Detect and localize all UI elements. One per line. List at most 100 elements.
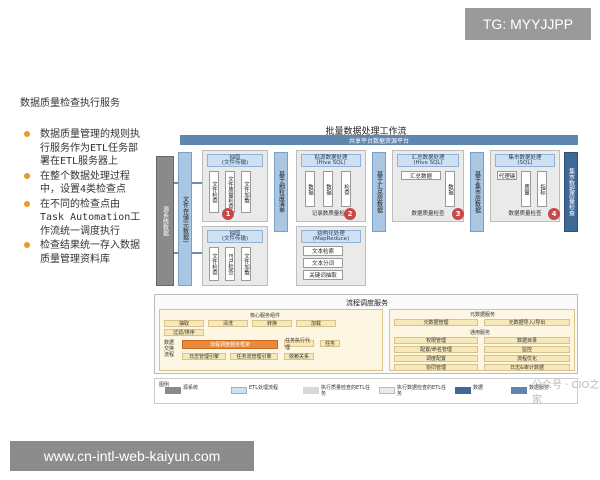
checkpoint-badge-3: 3 xyxy=(452,208,464,220)
general-item: 配置/命名管理 xyxy=(394,346,478,353)
slide-title: 数据质量检查执行服务 xyxy=(20,98,120,109)
stage-panel-mart: 集市数据处理 (SQL) 代理键 质量 指标 数据质量检查 xyxy=(490,150,560,222)
vbar-label: 文件存储(元数据) xyxy=(181,195,189,243)
bullet-dot-icon xyxy=(24,242,30,248)
general-item: 权限管理 xyxy=(394,337,478,344)
watermark-top: TG: MYYJJPP xyxy=(465,8,591,40)
mapreduce-panel: 结构化处理 (MapReduce) 文本检索 文本分词 关键词抽取 xyxy=(296,226,366,286)
metadata-item: 元数据管理 xyxy=(394,319,478,326)
watermark-bottom: www.cn-intl-web-kaiyun.com xyxy=(10,441,254,471)
stage-head: 集市数据处理 (SQL) xyxy=(495,154,555,167)
core-item: 抽取 xyxy=(164,320,204,327)
stage-foot: 记录数质量检查 xyxy=(311,211,351,217)
checkpoint-badge-4: 4 xyxy=(548,208,560,220)
vbar-label: 基于汇总层数据 xyxy=(375,171,383,213)
legend-label: ETL处理流程 xyxy=(249,385,278,391)
general-item: 流程优化 xyxy=(484,355,570,362)
stage-head: 抽取 (文件传输) xyxy=(207,230,263,243)
stage-panel-summary: 汇总数据处理 (Hive SQL) 汇总数据 数据 数据质量检查 xyxy=(392,150,464,222)
stage-foot: 数据质量检查 xyxy=(411,211,445,217)
general-item: 数据目录 xyxy=(484,337,570,344)
stage-head: 汇总数据处理 (Hive SQL) xyxy=(397,154,459,167)
stage-head: 贴源数据处理 (Hive SQL) xyxy=(301,154,361,167)
stage-head: 抽取 (文件传输) xyxy=(207,154,263,167)
legend-swatch xyxy=(379,387,395,394)
mapreduce-item: 文本检索 xyxy=(303,246,343,256)
vbar-label: 基于细粒度清单 xyxy=(277,171,285,213)
legend-label: 执行数据检查的ETL任务 xyxy=(397,385,446,397)
stage-item: 代理键 xyxy=(497,171,517,180)
source-label: 源系统数据 xyxy=(161,206,169,236)
core-title: 核心服务组件 xyxy=(250,313,281,319)
stage-item: 文件质量检查 xyxy=(225,171,235,213)
stage-item: 文件加载 xyxy=(241,247,251,281)
legend-label: 数据服务 xyxy=(529,385,550,391)
legend-title: 图例 xyxy=(159,382,170,388)
bullet-dot-icon xyxy=(24,172,30,179)
legend-swatch xyxy=(165,387,181,394)
stage-vbar-4: 基于集市层数据 xyxy=(470,152,484,232)
core-item: 清洗 xyxy=(208,320,248,327)
stage-item: ETL检查 xyxy=(225,247,235,281)
stage-item: 文件检查 xyxy=(209,171,219,213)
stage-vbar-2: 基于细粒度清单 xyxy=(274,152,288,232)
scheduling-service: 流程调度服务 核心服务组件 抽取 清洗 转换 加载 过滤/排序 数据交换流程 流… xyxy=(154,294,578,374)
workflow-diagram: 批量数据处理工作流 共享平台数据资源平台 源系统数据 文件存储(元数据) 抽取 … xyxy=(150,122,582,406)
bullet-dot-icon xyxy=(24,200,30,207)
stage-vbar-3: 基于汇总层数据 xyxy=(372,152,386,232)
wechat-watermark: 公众号 · CIO之家 xyxy=(532,380,600,406)
bullet-dot-icon xyxy=(24,131,30,137)
bullet-text: 在不同的检查点由Task Automation工作流统一调度执行 xyxy=(40,198,141,237)
stage-item: 文件检查 xyxy=(209,247,219,281)
general-item: 调度配置 xyxy=(394,355,478,362)
general-item: 协同管理 xyxy=(394,364,478,371)
mapreduce-item: 文本分词 xyxy=(303,258,343,268)
source-system-box: 源系统数据 xyxy=(156,156,174,286)
core-item: 加载 xyxy=(296,320,336,327)
diagram-title: 批量数据处理工作流 xyxy=(325,127,407,137)
flow-item: 日志管理引擎 xyxy=(182,353,226,360)
stage-vbar-5: 集市数据质量检查 xyxy=(564,152,578,232)
bullet-item: 在整个数据处理过程中，设置4类检查点 xyxy=(24,170,142,197)
flow-side-label: 数据交换流程 xyxy=(164,340,175,358)
legend-label: 源系统 xyxy=(183,385,199,391)
stage-panel-extract: 抽取 (文件传输) 文件检查 文件质量检查 文件加载 xyxy=(202,150,268,222)
legend: 图例 源系统 ETL处理流程 执行质量检查的ETL任务 执行数据检查的ETL任务… xyxy=(154,378,578,404)
flow-item: 任务 xyxy=(320,340,340,347)
bullet-text: 在整个数据处理过程中，设置4类检查点 xyxy=(40,170,130,196)
metadata-title: 元数据服务 xyxy=(470,312,496,318)
flow-item: 任务流管理引擎 xyxy=(230,353,278,360)
flow-item: 任务执行代理 xyxy=(284,338,314,351)
checkpoint-badge-2: 2 xyxy=(344,208,356,220)
general-item: 监控 xyxy=(484,346,570,353)
core-item: 过滤/排序 xyxy=(164,329,204,336)
legend-swatch xyxy=(511,387,527,394)
general-item: 日志&审计数据 xyxy=(484,364,570,371)
bullet-list: 数据质量管理的规则执行服务作为ETL任务部署在ETL服务器上 在整个数据处理过程… xyxy=(24,128,142,267)
legend-swatch xyxy=(455,387,471,394)
stage-item: 质量 xyxy=(521,171,531,207)
checkpoint-badge-1: 1 xyxy=(222,208,234,220)
bullet-item: 数据质量管理的规则执行服务作为ETL任务部署在ETL服务器上 xyxy=(24,128,142,169)
legend-label: 执行质量检查的ETL任务 xyxy=(321,385,370,397)
stage-panel-extract-2: 抽取 (文件传输) 文件检查 ETL检查 文件加载 xyxy=(202,226,268,286)
stage-panel-source: 贴源数据处理 (Hive SQL) 数据 数据 检查 记录数质量检查 xyxy=(296,150,366,222)
legend-label: 数据 xyxy=(473,385,484,391)
mapreduce-item: 关键词抽取 xyxy=(303,270,343,280)
stage-item: 文件加载 xyxy=(241,171,251,213)
scheduling-title: 流程调度服务 xyxy=(346,299,388,307)
stage-item: 数据 xyxy=(305,171,315,207)
bullet-item: 在不同的检查点由Task Automation工作流统一调度执行 xyxy=(24,198,142,239)
platform-bar: 共享平台数据资源平台 xyxy=(180,135,578,145)
general-services-title: 通用服务 xyxy=(470,330,491,336)
stage-item: 数据 xyxy=(323,171,333,207)
bullet-item: 检查结果统一存入数据质量管理资料库 xyxy=(24,239,142,266)
flow-item: 依赖关系 xyxy=(284,353,314,360)
stage-item: 检查 xyxy=(341,171,351,207)
flow-framework: 流程调度服务框架 xyxy=(182,340,278,349)
stage-foot: 数据质量检查 xyxy=(508,211,542,217)
bullet-text: 检查结果统一存入数据质量管理资料库 xyxy=(40,240,140,265)
vbar-label: 基于集市层数据 xyxy=(473,171,481,213)
stage-vbar-1: 文件存储(元数据) xyxy=(178,152,192,286)
stage-head: 结构化处理 (MapReduce) xyxy=(301,230,361,243)
